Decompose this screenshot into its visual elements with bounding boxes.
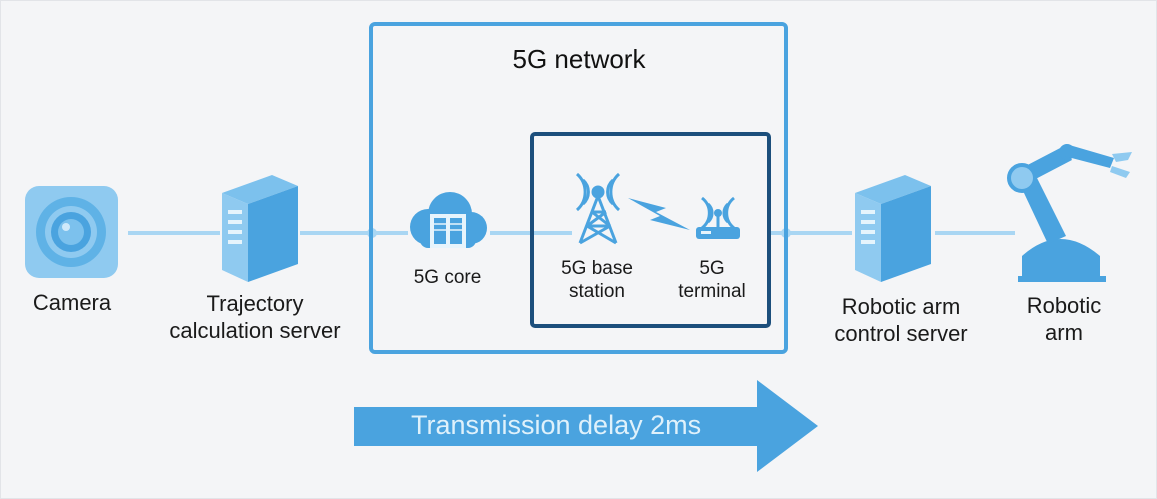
delay-arrow <box>354 380 818 472</box>
robotic-arm-icon <box>1007 144 1132 282</box>
cloud-server-icon <box>410 192 487 248</box>
delay-label: Transmission delay 2ms <box>411 410 702 440</box>
base-station-label: 5G base station <box>561 258 633 302</box>
radio-box <box>530 132 771 328</box>
terminal-label: 5G terminal <box>678 258 746 302</box>
core-label: 5G core <box>413 267 482 288</box>
trajectory-server-label: Trajectory calculation server <box>169 291 341 343</box>
router-icon <box>696 196 740 239</box>
arm-server-label: Robotic arm control server <box>834 294 968 346</box>
network-box <box>369 22 788 354</box>
network-title: 5G network <box>512 44 646 74</box>
cell-tower-icon <box>575 172 621 245</box>
camera-label: Camera <box>32 290 112 315</box>
camera-icon <box>25 186 118 278</box>
robotic-arm-label: Robotic arm <box>1026 293 1102 345</box>
server-icon-trajectory <box>222 175 298 282</box>
server-icon-arm <box>855 175 931 282</box>
wireless-signal-icon <box>628 198 690 230</box>
